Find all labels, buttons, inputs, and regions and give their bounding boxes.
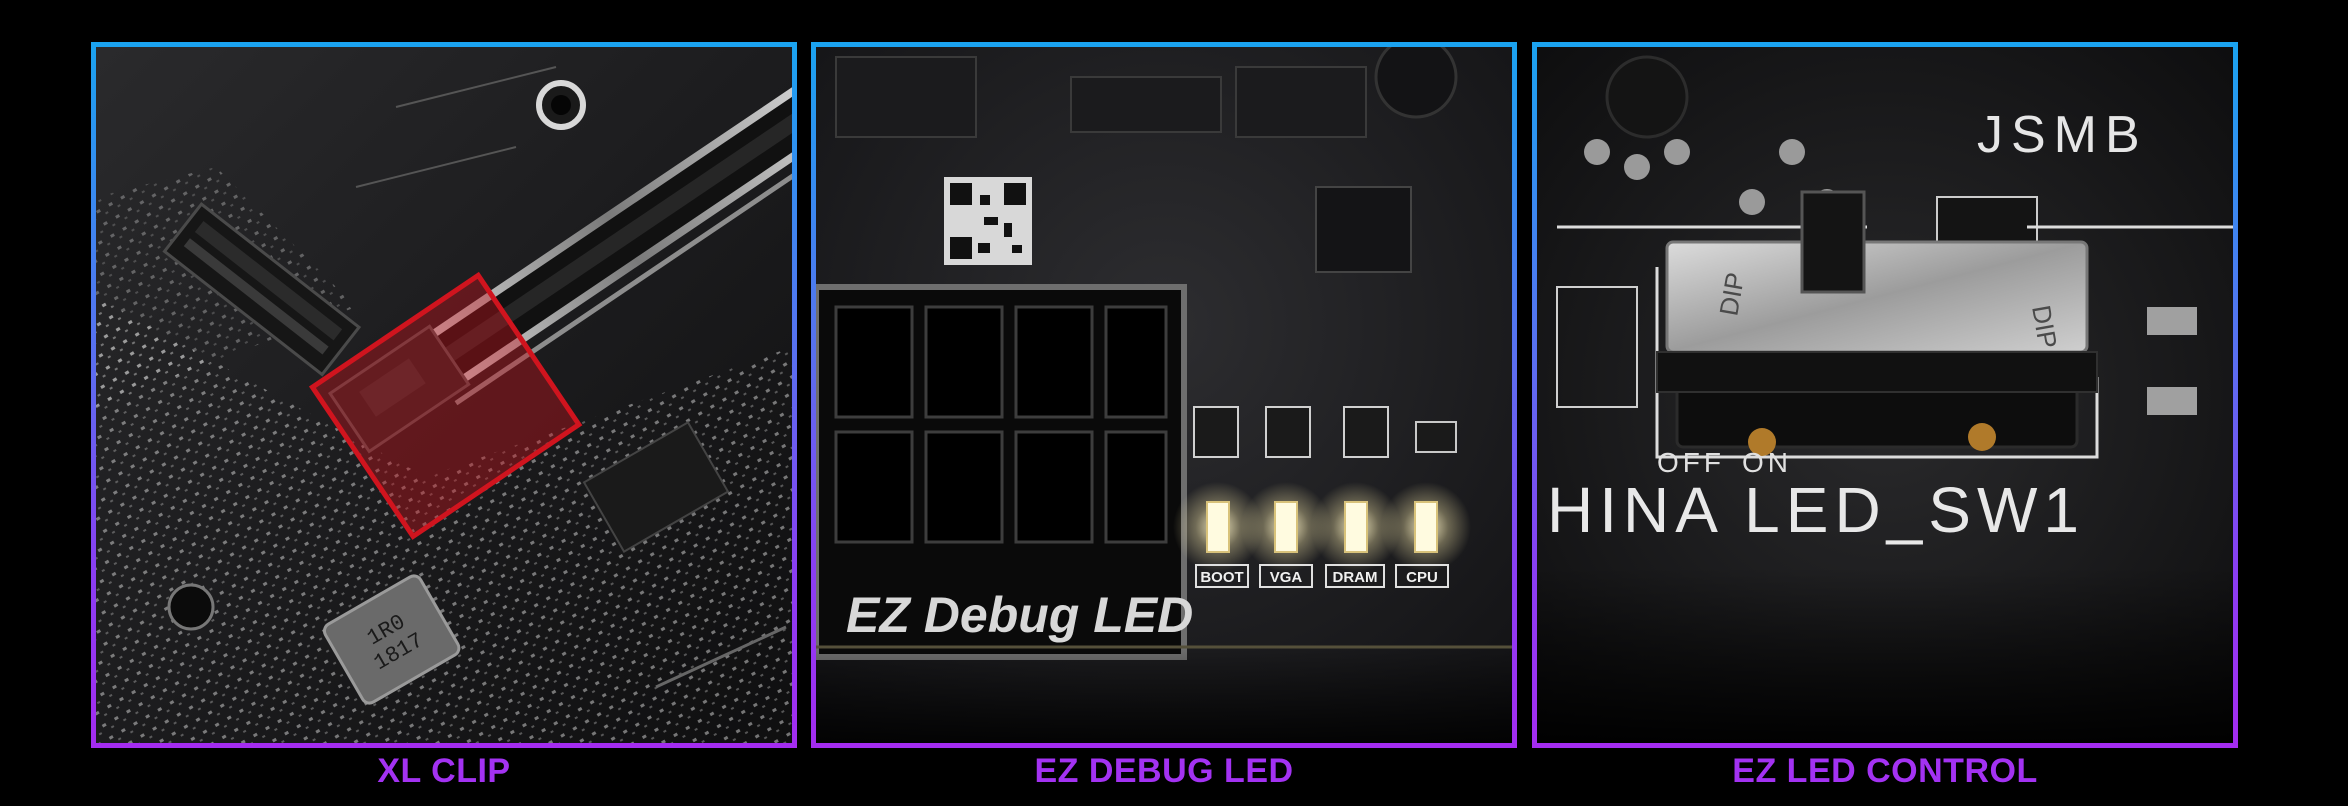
ez-debug-led-image: BOOT VGA DRAM CPU EZ Debug LED [816, 47, 1512, 743]
led-vga [1241, 482, 1331, 572]
ez-debug-led-silkscreen: EZ Debug LED [846, 587, 1193, 643]
led-label-cpu: CPU [1406, 569, 1438, 586]
pcie-slot-clip-photo: 1R0 1817 [96, 47, 792, 743]
caption-ez-debug-led: EZ DEBUG LED [1034, 752, 1294, 790]
led-label-dram: DRAM [1333, 569, 1378, 586]
led-sw-silkscreen: HINA LED_SW1 [1547, 474, 2085, 546]
caption-ez-led-control: EZ LED CONTROL [1732, 752, 2038, 790]
led-cpu [1381, 482, 1471, 572]
led-switch-photo: JSMB DIP DIP OFF ON [1537, 47, 2233, 743]
clip-highlight-box [308, 271, 583, 540]
xl-clip-image: 1R0 1817 [96, 47, 792, 743]
dip-marking-left: DIP [1713, 270, 1750, 318]
dip-marking-right: DIP [2026, 303, 2063, 351]
switch-knob [1800, 190, 1866, 294]
debug-led-photo: BOOT VGA DRAM CPU EZ Debug LED [816, 47, 1512, 743]
caption-xl-clip: XL CLIP [377, 752, 511, 790]
ez-led-control-panel: JSMB DIP DIP OFF ON [1532, 42, 2238, 748]
led-label-boot: BOOT [1200, 569, 1243, 586]
switch-label-on: ON [1742, 447, 1792, 478]
qr-code [944, 177, 1032, 265]
led-dram [1311, 482, 1401, 572]
led-boot [1173, 482, 1263, 572]
xl-clip-panel: 1R0 1817 [91, 42, 797, 748]
ez-debug-led-panel: BOOT VGA DRAM CPU EZ Debug LED [811, 42, 1517, 748]
dip-switch: DIP DIP [1656, 190, 2098, 456]
power-connector [816, 284, 1187, 660]
ez-led-control-image: JSMB DIP DIP OFF ON [1537, 47, 2233, 743]
led-label-vga: VGA [1270, 569, 1303, 586]
jsmb-silkscreen: JSMB [1977, 106, 2148, 164]
switch-label-off: OFF [1657, 447, 1725, 478]
